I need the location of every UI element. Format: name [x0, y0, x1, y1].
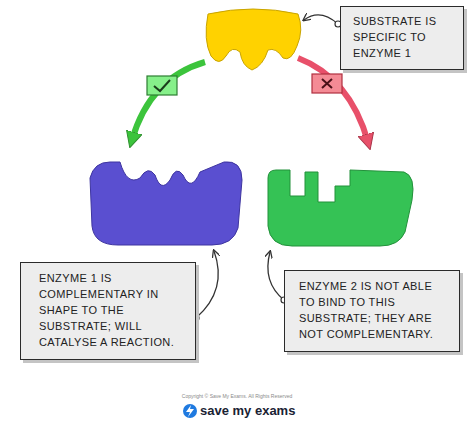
enzyme-1-shape	[90, 162, 242, 245]
logo-text: save my exams	[200, 403, 295, 418]
cross-box	[312, 74, 342, 93]
logo-name: save my exams	[200, 403, 295, 418]
tick-mark	[154, 80, 170, 91]
copyright-text: Copyright © Save My Exams. All Rights Re…	[182, 393, 292, 399]
accept-arrow	[132, 62, 205, 140]
tick-box	[147, 76, 177, 95]
callout-text: ENZYME 1 IS COMPLEMENTARY IN SHAPE TO TH…	[39, 271, 185, 351]
reject-arrow	[298, 58, 368, 142]
enzyme-2-shape	[268, 170, 413, 246]
leader-line	[196, 251, 218, 318]
logo-bolt	[186, 405, 194, 417]
callout-box: SUBSTRATE IS SPECIFIC TO ENZYME 1	[340, 6, 464, 70]
callout-box: ENZYME 2 IS NOT ABLE TO BIND TO THIS SUB…	[284, 270, 460, 352]
callout-box: ENZYME 1 IS COMPLEMENTARY IN SHAPE TO TH…	[20, 262, 196, 360]
copyright-note: Copyright © Save My Exams. All Rights Re…	[182, 393, 292, 399]
logo-icon	[183, 404, 197, 418]
cross-mark	[322, 79, 332, 88]
substrate-shape	[206, 9, 301, 70]
callout-text: ENZYME 2 IS NOT ABLE TO BIND TO THIS SUB…	[299, 279, 449, 343]
leader-line	[268, 252, 284, 300]
leader-line	[304, 15, 338, 24]
callout-text: SUBSTRATE IS SPECIFIC TO ENZYME 1	[353, 14, 453, 62]
